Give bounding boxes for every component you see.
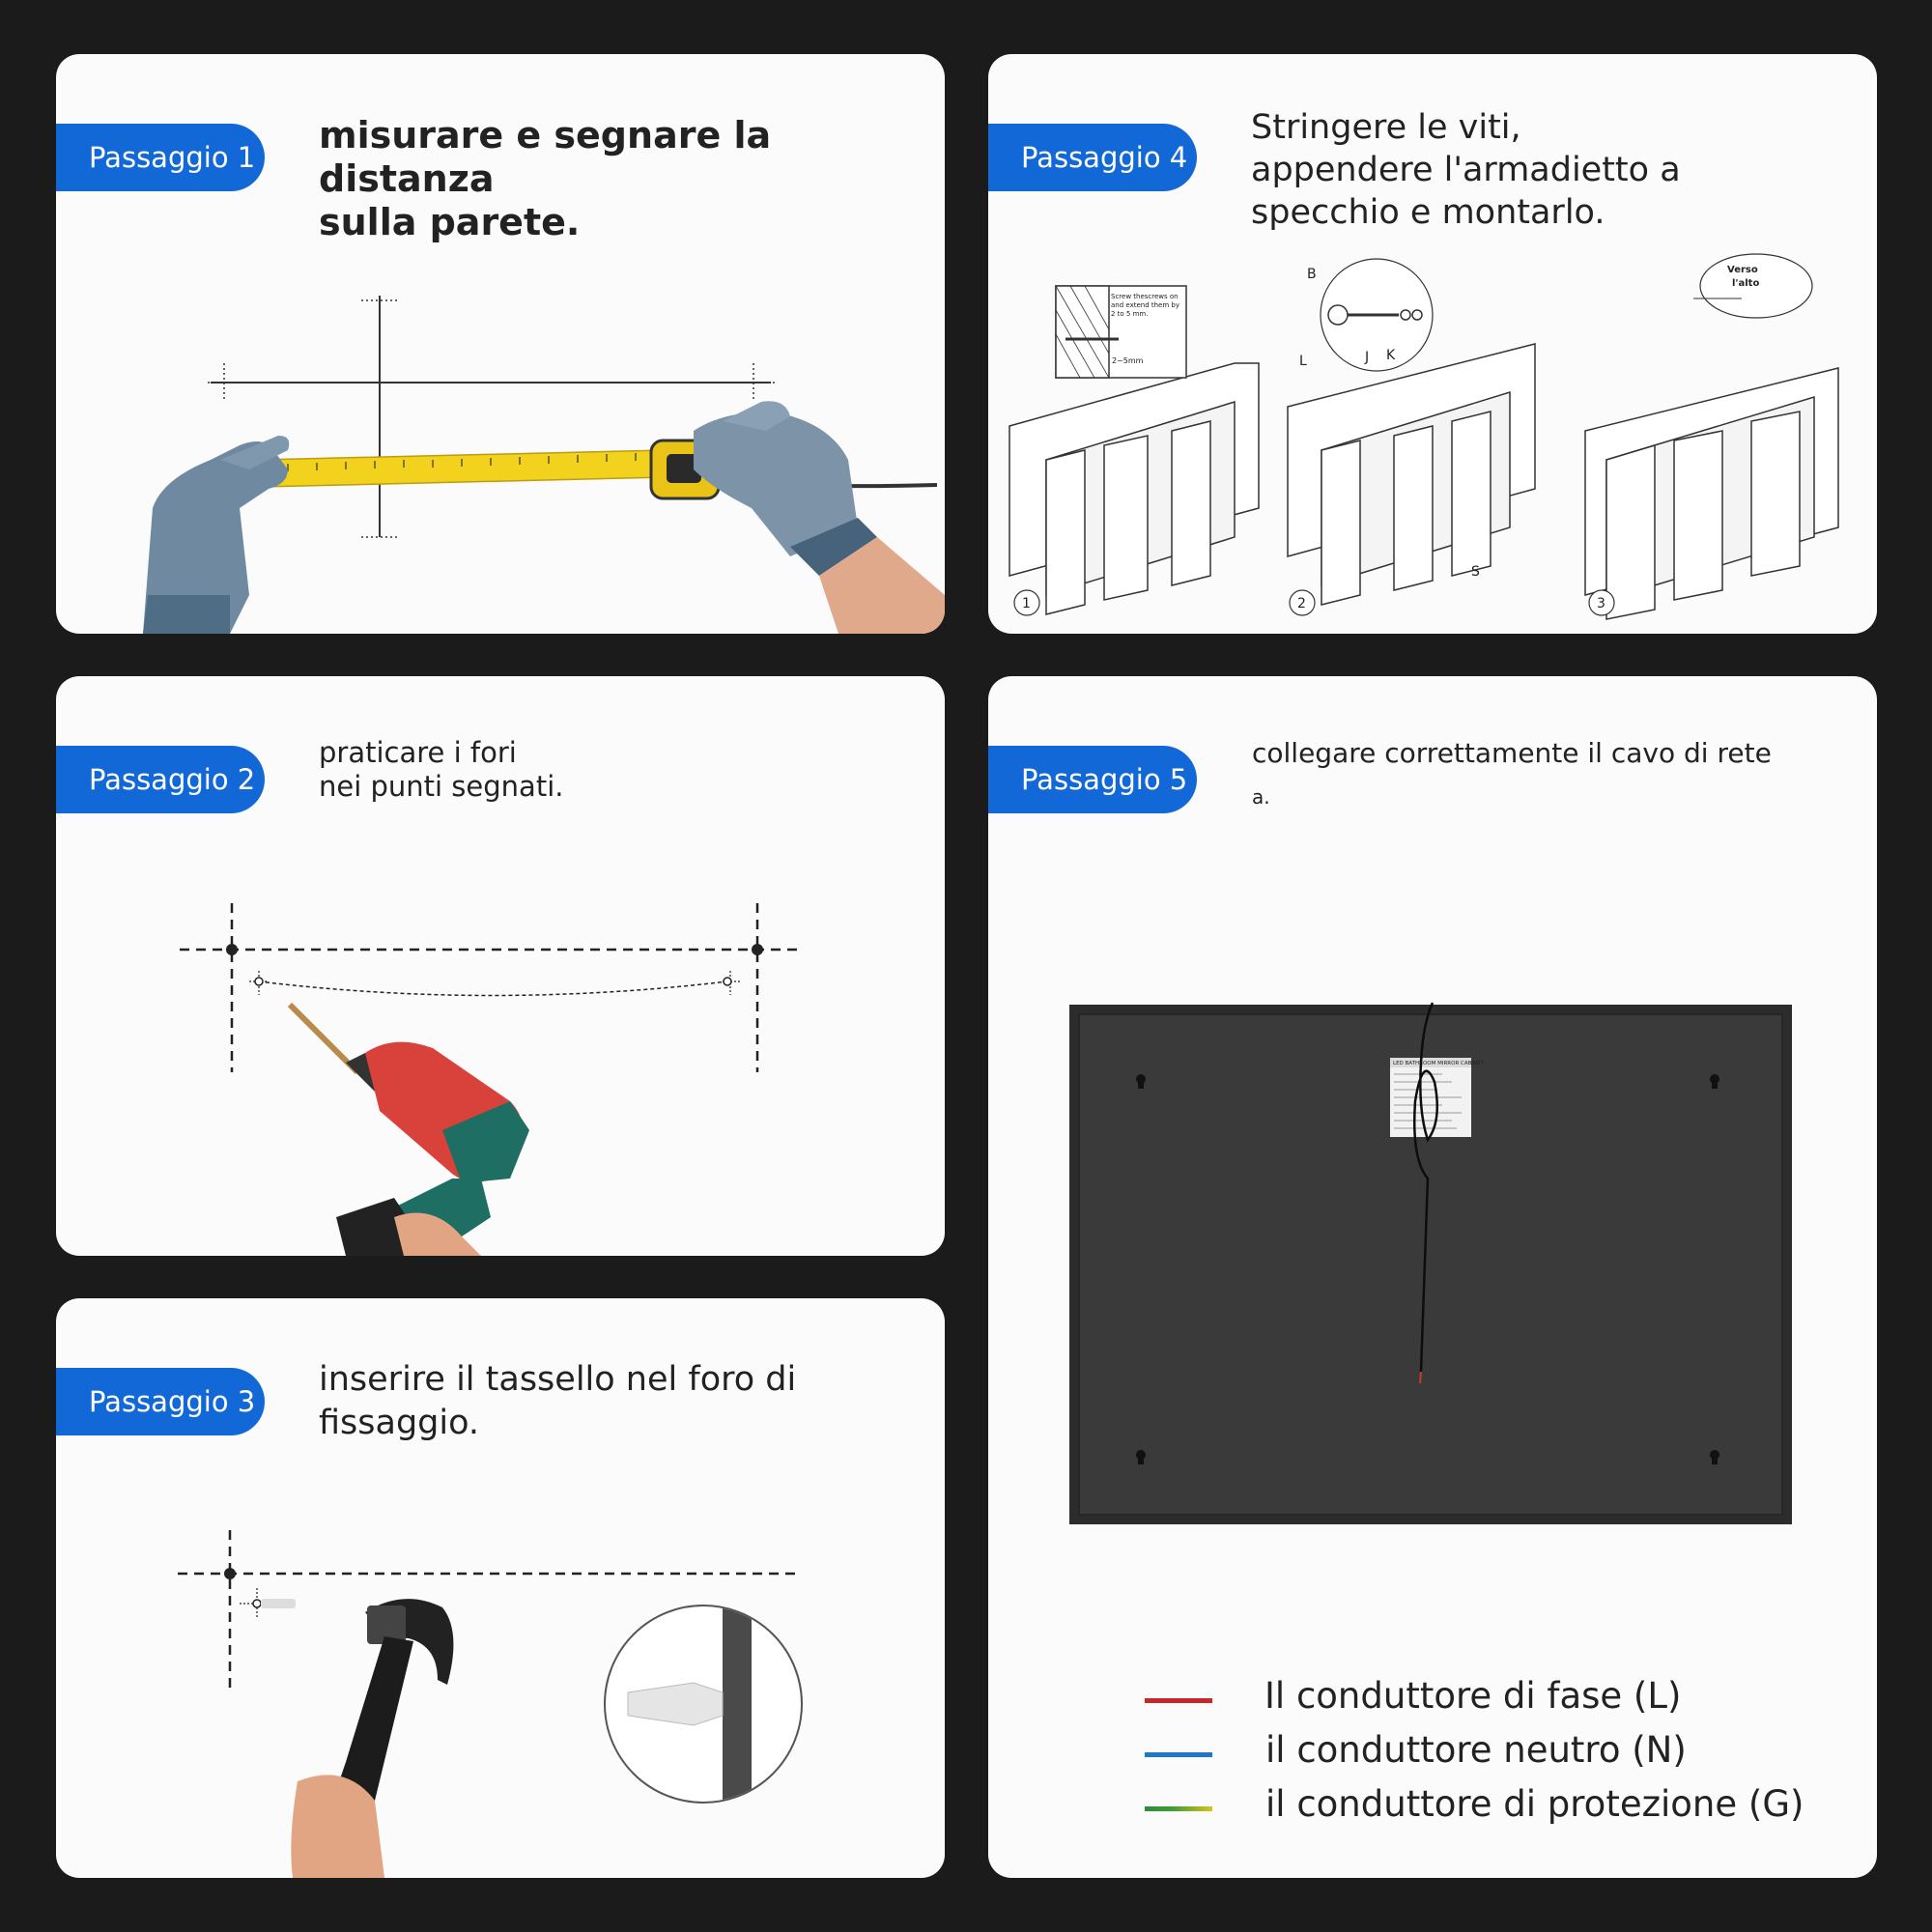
cabinet-back-illustration: LED BATHROOM MIRROR CABINET [1069,1002,1792,1524]
step-5-card: Passaggio 5 collegare correttamente il c… [988,676,1877,1878]
label-j: J [1364,350,1369,365]
step-3-title: inserire il tassello nel foro di fissagg… [319,1360,797,1442]
step-4-card: Passaggio 4 Stringere le viti, appendere… [988,54,1877,634]
step-5-title: collegare correttamente il cavo di rete … [1252,737,1772,809]
gap-label: 2~5mm [1112,356,1144,365]
note-line-1: Screw thescrews on [1111,293,1179,300]
label-s: S [1471,564,1480,580]
distance-marks [208,296,777,538]
cabinet-3-diagram [1584,253,1839,620]
step-1-card: Passaggio 1 misurare e segnare la distan… [56,54,945,634]
step-4-badge: Passaggio 4 [988,124,1197,191]
step-2-title: praticare i fori nei punti segnati. [319,736,564,803]
label-b: B [1307,267,1317,282]
diagram-number-3: 3 [1597,596,1605,611]
diagram-number-1: 1 [1022,596,1031,611]
label-k: K [1386,348,1396,363]
note-line-3: 2 to 5 mm. [1111,310,1148,318]
legend-neutral-label: il conduttore neutro (N) [1265,1729,1687,1771]
drilling-illustration [180,903,800,1256]
legend-phase-label: Il conduttore di fase (L) [1264,1675,1682,1717]
cabinet-1-diagram [1009,285,1260,615]
cordless-drill [287,1002,529,1256]
step-2-badge: Passaggio 2 [56,746,265,813]
step-3-card: Passaggio 3 inserire il tassello nel for… [56,1298,945,1878]
left-gloved-hand [143,436,290,634]
step-2-card: Passaggio 2 praticare i fori nei punti s… [56,676,945,1256]
note-line-2: and extend them by [1111,301,1179,309]
cabinet-2-diagram [1287,258,1536,606]
diagram-number-2: 2 [1297,596,1306,611]
step-1-title: misurare e segnare la distanza sulla par… [319,114,772,243]
mounting-keyholes [1136,1074,1719,1464]
mounting-diagram: Screw thescrews on and extend them by 2 … [1009,253,1839,620]
right-gloved-hand [694,401,945,634]
verso-label-1: Verso [1727,265,1758,275]
label-l: L [1299,354,1307,369]
legend-neutral-line [1145,1752,1212,1757]
step-5-badge: Passaggio 5 [988,746,1197,813]
step-4-title: Stringere le viti, appendere l'armadiett… [1251,108,1681,232]
hole-marks [180,903,800,1072]
anchor-detail-circle [604,1605,803,1804]
legend-phase-line [1145,1698,1212,1703]
anchor-illustration [178,1530,803,1878]
power-cable [1412,1002,1439,1373]
measuring-illustration [143,296,945,634]
hammer [291,1599,454,1878]
step-1-badge: Passaggio 1 [56,124,265,191]
step-3-badge: Passaggio 3 [56,1368,265,1435]
verso-label-2: l'alto [1732,278,1759,289]
legend-ground-line [1145,1806,1212,1811]
spec-label-title: LED BATHROOM MIRROR CABINET [1393,1061,1485,1066]
legend-ground-label: il conduttore di protezione (G) [1265,1783,1804,1825]
